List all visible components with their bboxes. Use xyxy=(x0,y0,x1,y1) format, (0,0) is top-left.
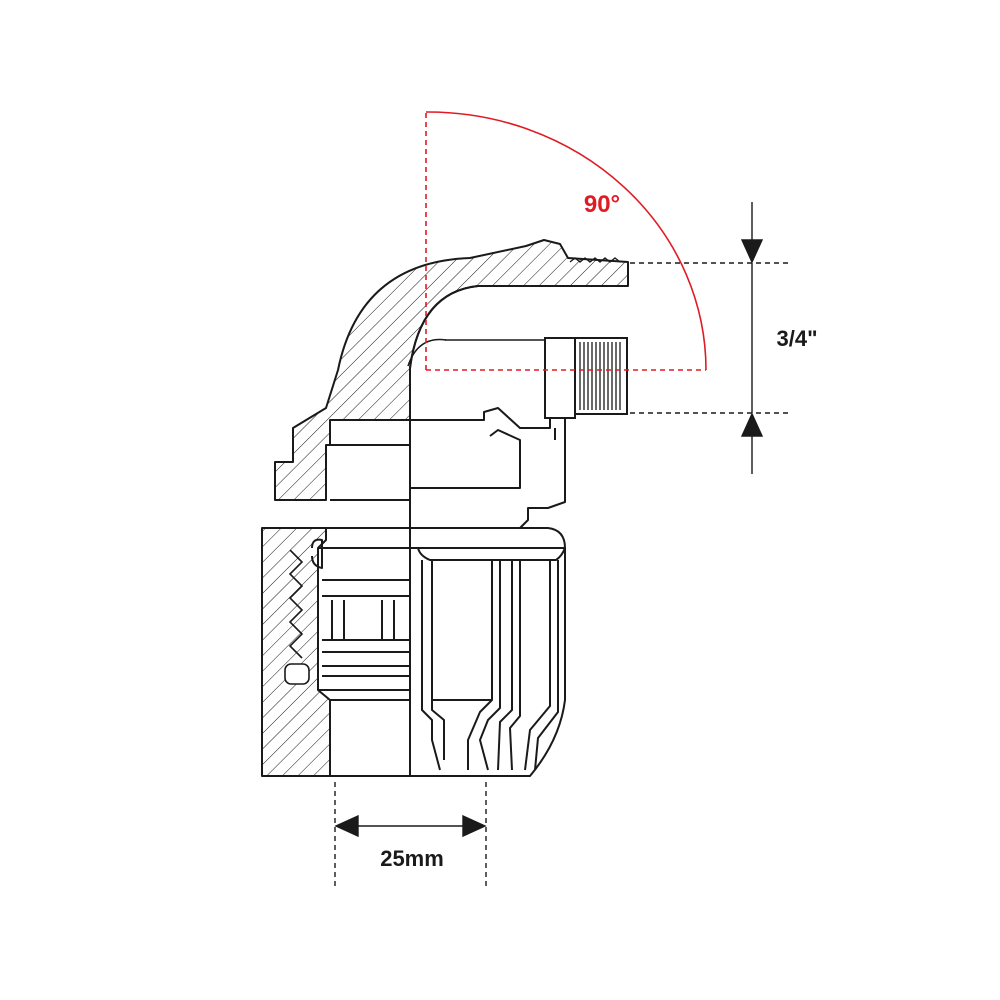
nut-section xyxy=(261,527,331,777)
pipe-dimension xyxy=(334,782,487,886)
nut-outer xyxy=(311,527,566,777)
angle-label: 90° xyxy=(584,191,620,218)
pipe-diameter-label: 25mm xyxy=(380,846,444,871)
body-outer-profile xyxy=(330,407,566,776)
thread-size-label: 3/4" xyxy=(776,326,817,351)
threaded-end xyxy=(544,257,628,419)
nut-ribs xyxy=(417,547,566,771)
angle-marker xyxy=(425,111,707,371)
elbow-body-section xyxy=(274,239,629,501)
thread-lines xyxy=(579,342,621,410)
thread-dimension xyxy=(630,202,790,474)
